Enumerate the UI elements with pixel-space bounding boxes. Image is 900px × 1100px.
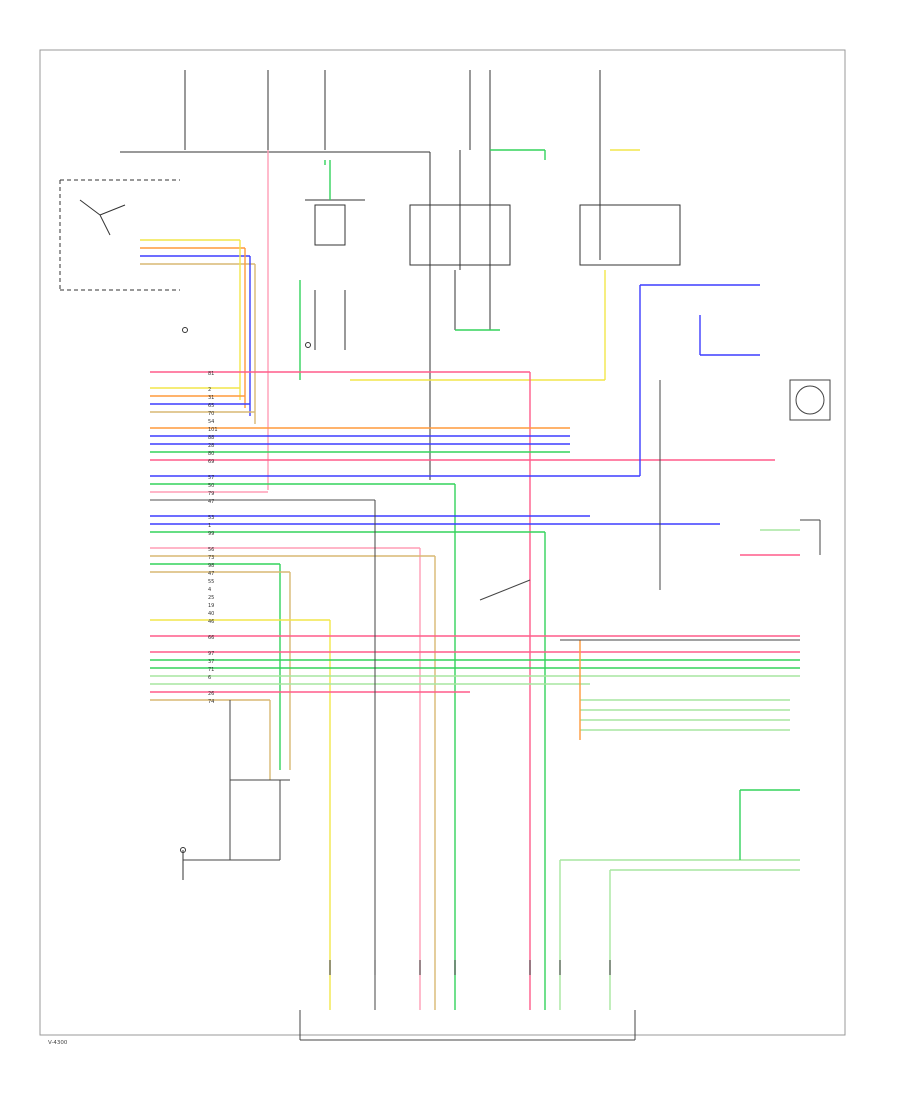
pcm-pin: 54 — [208, 419, 214, 425]
pcm-pin: 37 — [208, 659, 214, 665]
pcm-pin: 47 — [208, 571, 214, 577]
pcm-pin-column: 81 2 31 65 70 54 101 88 28 80 69 57 50 7… — [208, 371, 218, 705]
pcm-pin: 79 — [208, 491, 214, 497]
pcm-pin: 47 — [208, 499, 214, 505]
pcm-pin: 56 — [208, 547, 214, 553]
pcm-pin: 31 — [208, 395, 214, 401]
pcm-pin: 25 — [208, 595, 214, 601]
solenoid-symbols — [329, 960, 611, 975]
pcm-pin: 71 — [208, 667, 214, 673]
pcm-pin: 28 — [208, 443, 214, 449]
diagram-code: V-4300 — [48, 1040, 68, 1046]
pcm-pin: 50 — [208, 483, 214, 489]
range-sensor-symbol — [59, 179, 180, 291]
pcm-pin: 1 — [208, 523, 211, 529]
pcm-pin: 101 — [208, 427, 218, 433]
pcm-pin: 98 — [208, 563, 214, 569]
wire-harness — [140, 149, 800, 1010]
pcm-pin: 46 — [208, 619, 214, 625]
pcm-pin: 40 — [208, 611, 214, 617]
ground-symbols — [180, 327, 311, 880]
pcm-pin: 80 — [208, 451, 214, 457]
pcm-pin: 4 — [208, 587, 211, 593]
pcm-pin: 74 — [208, 699, 214, 705]
pcm-pin: 53 — [208, 515, 214, 521]
pcm-pin: 6 — [208, 675, 211, 681]
pcm-pin: 70 — [208, 411, 214, 417]
pcm-pin: 69 — [208, 459, 214, 465]
pcm-pin: 19 — [208, 603, 214, 609]
pcm-pin: 26 — [208, 691, 214, 697]
pcm-pin: 99 — [208, 531, 214, 537]
pcm-pin: 88 — [208, 435, 214, 441]
pcm-pin: 65 — [208, 403, 214, 409]
pcm-pin: 55 — [208, 579, 214, 585]
pcm-pin: 97 — [208, 651, 214, 657]
pcm-pin: 2 — [208, 387, 211, 393]
top-supply-bus — [120, 70, 681, 480]
pcm-pin: 57 — [208, 475, 214, 481]
lower-black-wires — [183, 379, 831, 1041]
diagram-frame — [39, 49, 846, 1036]
pcm-pin: 81 — [208, 371, 214, 377]
pcm-pin: 73 — [208, 555, 214, 561]
pcm-pin: 66 — [208, 635, 214, 641]
